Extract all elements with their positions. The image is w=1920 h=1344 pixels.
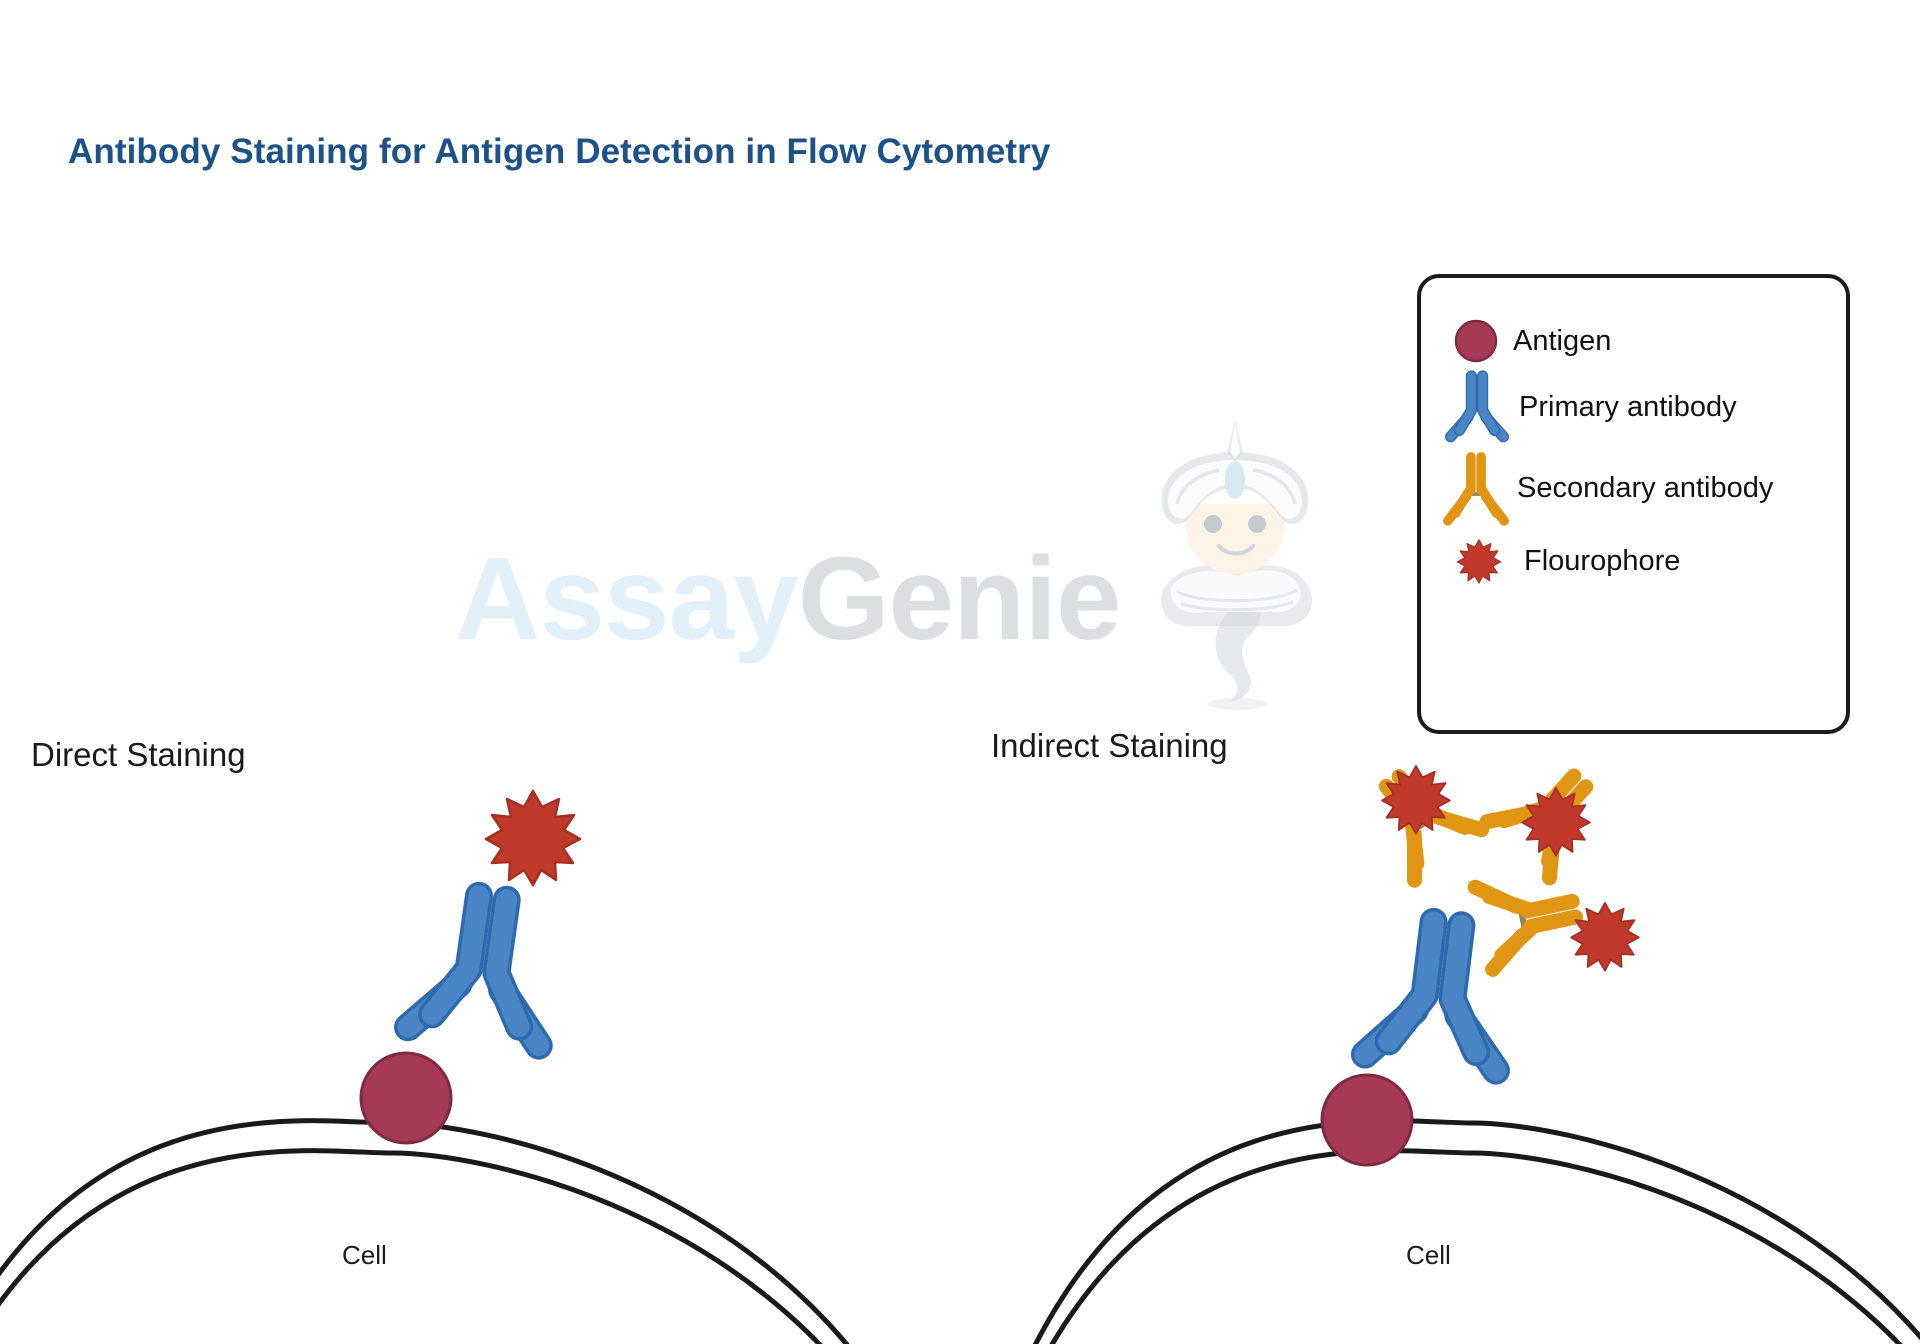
fluorophore-star-icon <box>1570 901 1640 972</box>
cell-label-right: Cell <box>1406 1240 1451 1270</box>
watermark-assay-text: Assay <box>455 533 799 665</box>
secondary-antibody-icon <box>1437 450 1515 526</box>
direct-staining-group <box>0 789 850 1344</box>
page-title: Antibody Staining for Antigen Detection … <box>68 132 1051 171</box>
legend-item-secondary-antibody: Secondary antibody <box>1437 450 1773 526</box>
secondary-antibody-icon <box>1487 753 1611 878</box>
legend-label-secondary-antibody: Secondary antibody <box>1517 471 1774 504</box>
fluorophore-star-icon <box>1381 764 1451 835</box>
legend-box: Antigen Primary antibody <box>1417 274 1850 734</box>
antigen-circle-icon <box>1320 1073 1414 1167</box>
cell-label-left: Cell <box>342 1240 387 1270</box>
legend-label-antigen: Antigen <box>1513 324 1612 357</box>
cell-membrane-left <box>0 1118 850 1344</box>
legend-item-fluorophore: Flourophore <box>1456 538 1680 584</box>
legend-label-primary-antibody: Primary antibody <box>1519 390 1737 423</box>
fluorophore-star-icon <box>1456 538 1502 584</box>
cell-membrane-right <box>1033 1118 1920 1344</box>
legend-item-antigen: Antigen <box>1453 318 1611 364</box>
panel-label-direct: Direct Staining <box>31 736 246 773</box>
legend-label-fluorophore: Flourophore <box>1524 544 1681 577</box>
genie-mascot-icon <box>1133 412 1338 712</box>
legend-item-primary-antibody: Primary antibody <box>1439 370 1737 444</box>
antigen-circle-icon <box>1453 318 1499 364</box>
antigen-circle-icon <box>359 1051 453 1145</box>
fluorophore-star-icon <box>1521 786 1591 857</box>
primary-antibody-icon <box>1365 916 1513 1071</box>
secondary-antibody-icon <box>1475 868 1582 969</box>
assaygenie-watermark: AssayGenie <box>455 531 1122 667</box>
fluorophore-star-icon <box>484 789 582 887</box>
indirect-staining-group <box>1033 753 1920 1344</box>
watermark-genie-text: Genie <box>797 533 1122 665</box>
secondary-antibody-icon <box>1359 756 1481 880</box>
primary-antibody-icon <box>1439 370 1515 444</box>
primary-antibody-icon <box>408 889 558 1046</box>
panel-label-indirect: Indirect Staining <box>991 727 1228 764</box>
